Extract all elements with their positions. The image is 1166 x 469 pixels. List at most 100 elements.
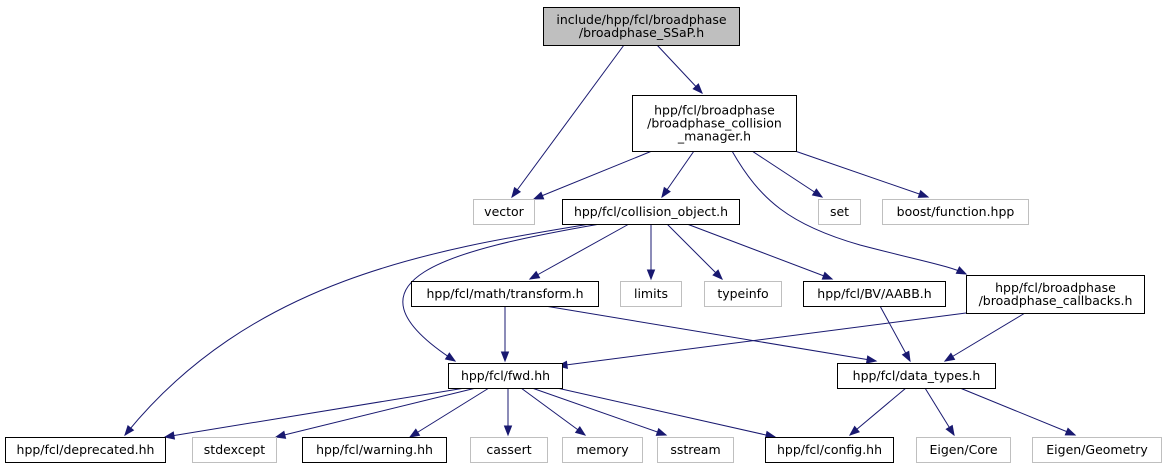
edge-manager-to-boost_function: [794, 150, 930, 198]
node-memory: memory: [562, 437, 643, 463]
edge-line: [656, 44, 703, 94]
arrowhead: [865, 355, 878, 364]
node-label: typeinfo: [717, 286, 768, 301]
node-label: hpp/fcl/BV/AABB.h: [817, 286, 931, 301]
node-boost_function: boost/function.hpp: [882, 199, 1029, 225]
node-box: [704, 281, 782, 307]
node-box: [5, 437, 166, 463]
node-warning[interactable]: hpp/fcl/warning.hh: [302, 437, 447, 463]
node-box: [192, 437, 277, 463]
node-box: [448, 363, 563, 389]
node-label: /broadphase_callbacks.h: [979, 293, 1133, 308]
edge-collision_object-to-limits: [646, 224, 656, 281]
node-label: sstream: [670, 442, 720, 457]
node-label: hpp/fcl/warning.hh: [316, 442, 433, 457]
node-label: hpp/fcl/broadphase: [995, 280, 1116, 295]
edge-collision_object-to-transform: [528, 223, 630, 280]
arrowhead: [821, 271, 834, 280]
node-config[interactable]: hpp/fcl/config.hh: [765, 437, 894, 463]
edge-root-to-manager: [656, 44, 703, 95]
arrowhead: [163, 431, 176, 440]
edge-line: [794, 150, 929, 198]
node-limits: limits: [620, 281, 682, 307]
node-box: [470, 437, 548, 463]
nodes-layer: include/hpp/fcl/broadphase/broadphase_SS…: [5, 7, 1162, 463]
arrowhead: [503, 425, 513, 437]
node-box: [916, 437, 1011, 463]
arrowhead: [532, 191, 545, 200]
node-box: [837, 363, 996, 389]
arrowhead: [444, 352, 457, 362]
arrowhead: [692, 83, 703, 95]
node-root[interactable]: include/hpp/fcl/broadphase/broadphase_SS…: [543, 7, 740, 46]
node-data_types[interactable]: hpp/fcl/data_types.h: [837, 363, 996, 389]
node-fwd[interactable]: hpp/fcl/fwd.hh: [448, 363, 563, 389]
node-manager[interactable]: hpp/fcl/broadphase/broadphase_collision_…: [632, 95, 797, 152]
arrowhead: [274, 430, 287, 439]
node-label: _manager.h: [677, 129, 751, 144]
node-set: set: [818, 199, 861, 225]
edge-manager-to-callbacks: [731, 150, 968, 275]
edge-callbacks-to-fwd: [556, 312, 967, 369]
arrowhead: [1064, 427, 1077, 436]
arrowhead: [500, 351, 510, 363]
node-deprecated[interactable]: hpp/fcl/deprecated.hh: [5, 437, 166, 463]
node-label: memory: [576, 442, 629, 457]
arrowhead: [124, 424, 135, 437]
edge-fwd-to-cassert: [503, 388, 513, 437]
node-box: [302, 437, 447, 463]
edge-line: [556, 387, 776, 438]
edge-line: [531, 387, 667, 436]
node-box: [562, 199, 740, 225]
node-box: [1032, 437, 1162, 463]
arrowhead: [661, 186, 671, 199]
node-label: /broadphase_SSaP.h: [579, 25, 704, 40]
node-label: set: [830, 204, 849, 219]
node-stdexcept: stdexcept: [192, 437, 277, 463]
node-label: cassert: [486, 442, 531, 457]
node-box: [562, 437, 643, 463]
node-callbacks[interactable]: hpp/fcl/broadphase/broadphase_callbacks.…: [966, 275, 1145, 314]
node-box: [543, 7, 740, 46]
edge-collision_object-to-deprecated: [124, 223, 591, 437]
edge-line: [686, 223, 833, 280]
edge-line: [409, 387, 490, 438]
arrowhead: [901, 350, 911, 363]
edge-line: [731, 150, 967, 275]
edge-fwd-to-warning: [408, 387, 490, 438]
edge-root-to-vector: [511, 44, 625, 199]
edge-manager-to-set: [751, 150, 824, 198]
edge-transform-to-data_types: [544, 305, 878, 364]
node-collision_object[interactable]: hpp/fcl/collision_object.h: [562, 199, 740, 225]
arrowhead: [408, 428, 421, 438]
node-box: [966, 275, 1145, 314]
arrowhead: [945, 424, 955, 437]
edge-fwd-to-deprecated: [163, 387, 466, 440]
edge-line: [959, 387, 1076, 436]
arrowhead: [511, 186, 522, 199]
node-transform[interactable]: hpp/fcl/math/transform.h: [411, 281, 599, 307]
edge-line: [879, 305, 911, 362]
edge-line: [275, 387, 477, 438]
arrowhead: [943, 352, 956, 362]
edge-collision_object-to-typeinfo: [666, 223, 723, 280]
edge-line: [557, 312, 967, 367]
edge-line: [849, 387, 907, 436]
arrowhead: [811, 188, 824, 198]
node-label: Eigen/Core: [929, 442, 997, 457]
node-aabb[interactable]: hpp/fcl/BV/AABB.h: [803, 281, 946, 307]
node-box: [765, 437, 894, 463]
node-box: [632, 95, 797, 152]
node-label: hpp/fcl/fwd.hh: [461, 368, 550, 383]
arrowhead: [712, 269, 723, 280]
edge-line: [544, 305, 877, 362]
arrowhead: [528, 270, 541, 280]
node-label: hpp/fcl/collision_object.h: [574, 204, 728, 219]
node-label: /broadphase_collision: [647, 116, 782, 131]
node-typeinfo: typeinfo: [704, 281, 782, 307]
edge-line: [751, 150, 823, 198]
node-vector: vector: [473, 199, 535, 225]
edge-line: [944, 312, 1026, 362]
edge-fwd-to-sstream: [531, 387, 668, 436]
arrowhead: [655, 427, 668, 436]
